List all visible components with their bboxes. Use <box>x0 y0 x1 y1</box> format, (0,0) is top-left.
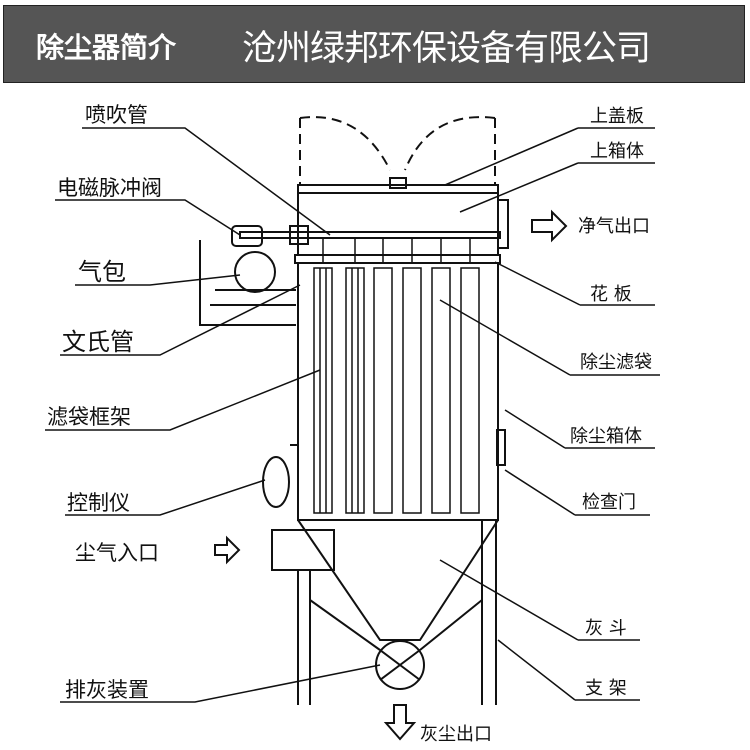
label-dust-inlet: 尘气入口 <box>75 541 159 565</box>
label-pulse-valve: 电磁脉冲阀 <box>57 176 162 200</box>
ash-discharge-valve <box>375 640 425 690</box>
ash-hopper <box>297 519 499 641</box>
controller <box>262 456 290 508</box>
pulse-valve <box>231 225 263 247</box>
label-gas-bag: 气包 <box>78 258 126 286</box>
label-filter-bag: 除尘滤袋 <box>580 352 652 373</box>
company-name: 沧州绿邦环保设备有限公司 <box>242 29 651 69</box>
label-top-cover: 上盖板 <box>590 106 644 127</box>
bag-frames <box>313 267 480 514</box>
label-support: 支 架 <box>585 678 627 699</box>
label-bag-frame: 滤袋框架 <box>47 405 131 429</box>
label-dust-outlet: 灰尘出口 <box>420 724 492 745</box>
label-inspection-door: 检查门 <box>582 492 636 513</box>
gas-bag <box>234 251 276 293</box>
support-legs <box>297 520 497 705</box>
label-ash-discharge: 排灰装置 <box>65 678 149 702</box>
nozzles <box>322 238 471 262</box>
label-ash-hopper: 灰 斗 <box>585 618 627 639</box>
inlet-arrow <box>214 535 241 565</box>
label-clean-gas-outlet: 净气出口 <box>578 216 650 237</box>
clean-gas-outlet-arrow <box>531 209 568 243</box>
header-banner: 除尘器简介 沧州绿邦环保设备有限公司 <box>3 5 745 83</box>
upper-box <box>297 192 499 256</box>
label-dust-housing: 除尘箱体 <box>570 426 642 447</box>
dust-outlet-arrow <box>383 704 417 741</box>
label-venturi: 文氏管 <box>62 328 134 356</box>
inspection-door <box>496 429 506 466</box>
header-title: 除尘器简介 <box>36 31 177 64</box>
dust-gas-inlet <box>271 529 335 571</box>
leader-lines <box>45 127 660 703</box>
blow-pipe <box>239 231 501 239</box>
label-upper-box: 上箱体 <box>590 141 644 162</box>
label-blow-pipe: 喷吹管 <box>85 103 148 127</box>
label-flower-plate: 花 板 <box>590 284 632 305</box>
label-controller: 控制仪 <box>67 491 130 515</box>
maintenance-dashed-lines <box>299 116 496 185</box>
dust-housing <box>297 262 499 521</box>
